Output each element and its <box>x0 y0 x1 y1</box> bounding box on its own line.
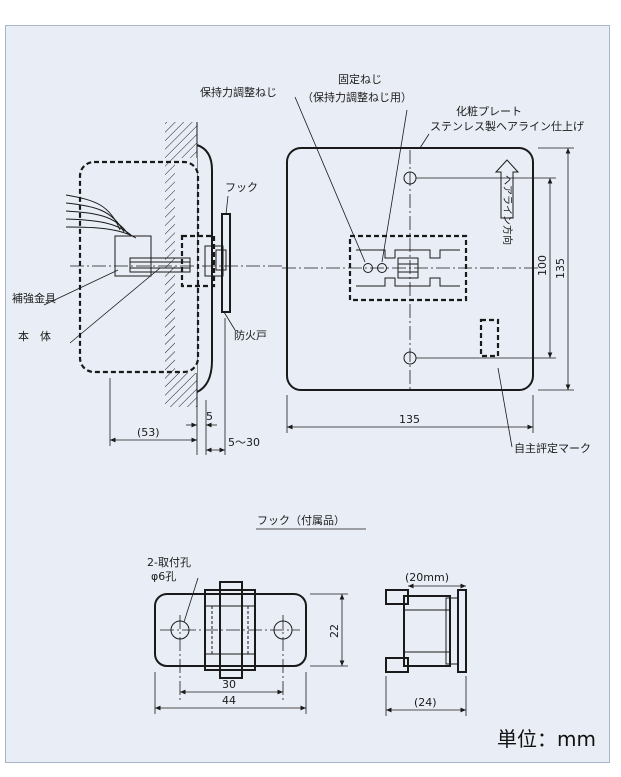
fixing-screw-icon <box>377 263 387 273</box>
dim-135-height: 135 <box>554 258 567 279</box>
dim-44: 44 <box>222 694 236 707</box>
label-hole-dia: φ6孔 <box>151 570 176 583</box>
dim-22: 22 <box>328 624 341 638</box>
leader-lines <box>43 96 513 448</box>
dim-20mm: (20mm) <box>405 571 449 584</box>
reinforce-bracket <box>114 235 152 277</box>
label-hook: フック <box>225 181 258 194</box>
side-dimensions <box>109 318 226 455</box>
dim-5-30: 5～30 <box>228 436 260 449</box>
front-dimensions <box>286 147 574 433</box>
hairline-arrow-icon <box>494 159 520 219</box>
dim-30: 30 <box>222 678 236 691</box>
flange <box>196 144 213 393</box>
label-holding-screw: 保持力調整ねじ <box>200 85 277 99</box>
label-mount-holes: 2-取付孔 <box>147 556 191 569</box>
certification-mark <box>479 318 500 358</box>
label-fire-door: 防火戸 <box>234 328 267 342</box>
holding-screw-icon <box>363 263 373 273</box>
decor-plate <box>286 147 534 391</box>
label-unit: 単位：mm <box>497 727 596 751</box>
label-body: 本 体 <box>18 329 51 343</box>
dim-100: 100 <box>536 255 549 276</box>
wires <box>65 194 137 239</box>
label-fixing-screw-sub: （保持力調整ねじ用） <box>302 90 412 104</box>
side-view <box>65 122 282 407</box>
hook-accessory-front <box>154 577 348 714</box>
label-decor-plate-sub: ステンレス製ヘアライン仕上げ <box>430 119 584 133</box>
dim-24: (24) <box>414 696 437 709</box>
dim-5: 5 <box>206 410 213 423</box>
front-view <box>282 147 538 391</box>
mechanism-outline <box>348 234 468 302</box>
label-fixing-screw: 固定ねじ <box>338 72 382 86</box>
hook-accessory-side <box>385 583 467 716</box>
dim-135-width: 135 <box>399 413 420 426</box>
label-hook-accessory: フック（付属品） <box>257 514 345 527</box>
dim-53: (53) <box>137 426 160 439</box>
label-decor-plate: 化粧プレート <box>456 104 522 118</box>
label-reinforce: 補強金具 <box>12 291 56 305</box>
device-body-outline <box>78 160 200 374</box>
label-hairline-direction: ヘアライン方向 <box>501 175 514 245</box>
label-self-mark: 自主評定マーク <box>514 441 591 455</box>
text-labels: 保持力調整ねじ 固定ねじ （保持力調整ねじ用） 化粧プレート ステンレス製ヘアラ… <box>12 72 596 751</box>
